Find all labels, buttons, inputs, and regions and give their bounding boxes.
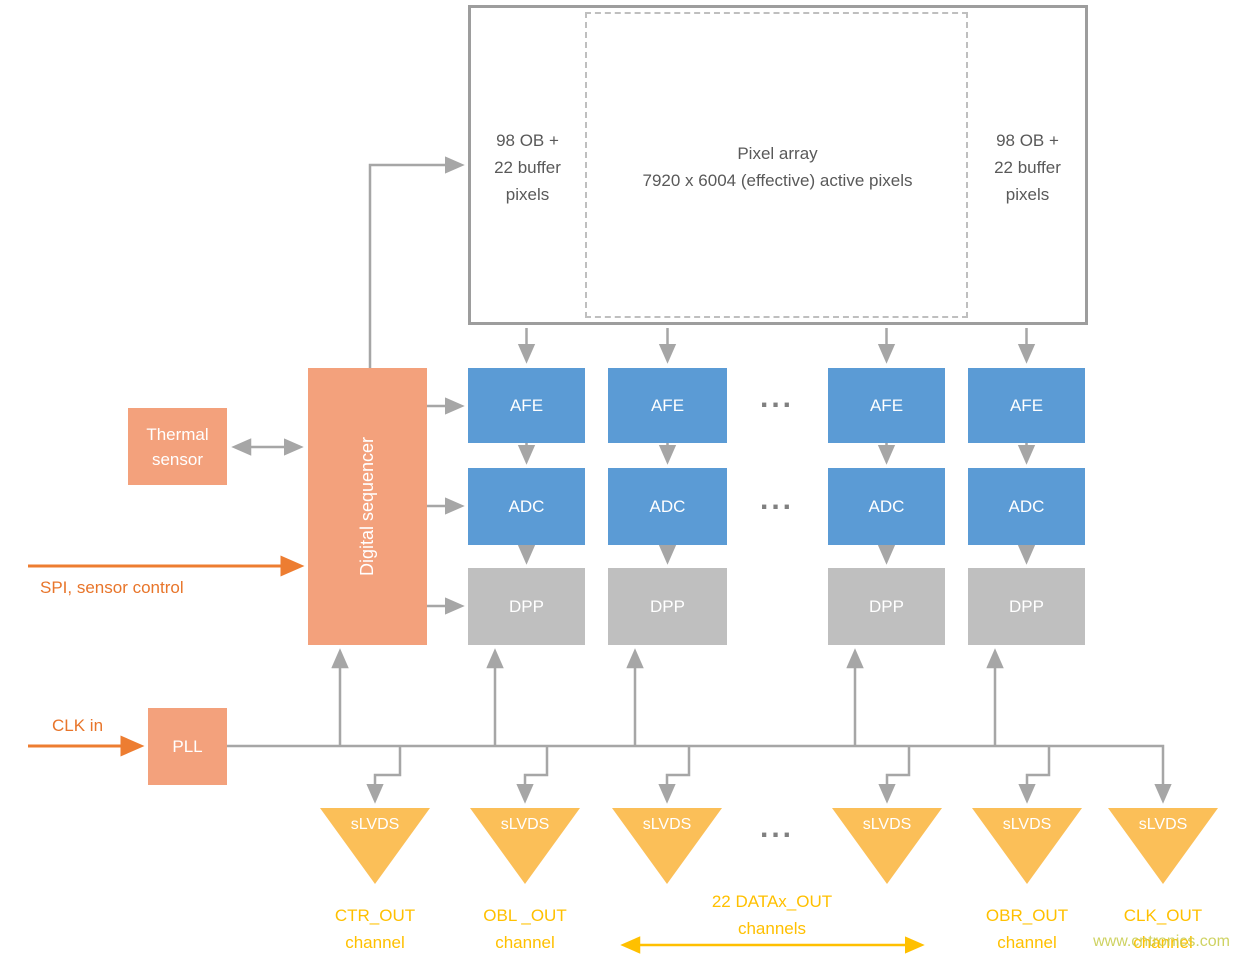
pixel-array-title: Pixel array (737, 144, 818, 163)
digital-sequencer-block (308, 368, 427, 645)
digital-sequencer-labelwrap: Digital sequencer (308, 368, 427, 645)
clk-out-name: CLK_OUT (1123, 906, 1203, 925)
obl-out-name: OBL _OUT (483, 906, 567, 925)
obl-out-label: OBL _OUT channel (445, 902, 605, 956)
clk-out-label: CLK_OUT channel (1083, 902, 1235, 956)
dpp-block-1: DPP (468, 568, 585, 645)
ctr-out-name: CTR_OUT (334, 906, 416, 925)
spi-label: SPI, sensor control (40, 578, 184, 597)
ctr-out-label: CTR_OUT channel (295, 902, 455, 956)
slvds-label-3: sLVDS (642, 816, 692, 833)
pixel-array-label: Pixel array 7920 x 6004 (effective) acti… (590, 140, 965, 194)
adc-block-3: ADC (828, 468, 945, 545)
obl-out-sub: channel (495, 933, 555, 952)
slvds-label-2: sLVDS (500, 816, 550, 833)
slvds-label-5: sLVDS (1002, 816, 1052, 833)
slvds-label-4: sLVDS (862, 816, 912, 833)
adc-block-4: ADC (968, 468, 1085, 545)
afe-block-1: AFE (468, 368, 585, 443)
slvds-label-6: sLVDS (1138, 816, 1188, 833)
clk-out-sub: channel (1133, 933, 1193, 952)
clk-in-label: CLK in (52, 716, 104, 735)
dpp-block-4: DPP (968, 568, 1085, 645)
afe-block-2: AFE (608, 368, 727, 443)
orange-connectors (28, 555, 305, 757)
dpp-block-3: DPP (828, 568, 945, 645)
datax-out-sub: channels (737, 919, 807, 938)
afe-ellipsis: ... (759, 381, 794, 414)
left-ob-label: 98 OB + 22 buffer pixels (494, 131, 561, 204)
dpp-block-2: DPP (608, 568, 727, 645)
pixel-array-block (468, 5, 1088, 325)
afe-block-3: AFE (828, 368, 945, 443)
obr-out-label: OBR_OUT channel (947, 902, 1107, 956)
watermark: www.cntronics.com (1093, 933, 1230, 950)
adc-block-1: ADC (468, 468, 585, 545)
datax-out-name: 22 DATAx_OUT (711, 892, 833, 911)
pixel-array-subtitle: 7920 x 6004 (effective) active pixels (642, 171, 913, 190)
pll-block: PLL (148, 708, 227, 785)
ctr-out-sub: channel (345, 933, 405, 952)
adc-ellipsis: ... (759, 483, 794, 516)
datax-out-label: 22 DATAx_OUT channels (652, 888, 892, 942)
slvds-label-1: sLVDS (350, 816, 400, 833)
digital-sequencer-label: Digital sequencer (357, 436, 378, 577)
adc-block-2: ADC (608, 468, 727, 545)
right-ob-label: 98 OB + 22 buffer pixels (994, 131, 1061, 204)
obr-out-sub: channel (997, 933, 1057, 952)
obr-out-name: OBR_OUT (985, 906, 1069, 925)
active-pixel-region (585, 12, 968, 318)
slvds-ellipsis: ... (759, 811, 794, 844)
thermal-sensor-block: Thermal sensor (128, 408, 227, 485)
gray-connectors (227, 156, 1172, 804)
afe-block-4: AFE (968, 368, 1085, 443)
